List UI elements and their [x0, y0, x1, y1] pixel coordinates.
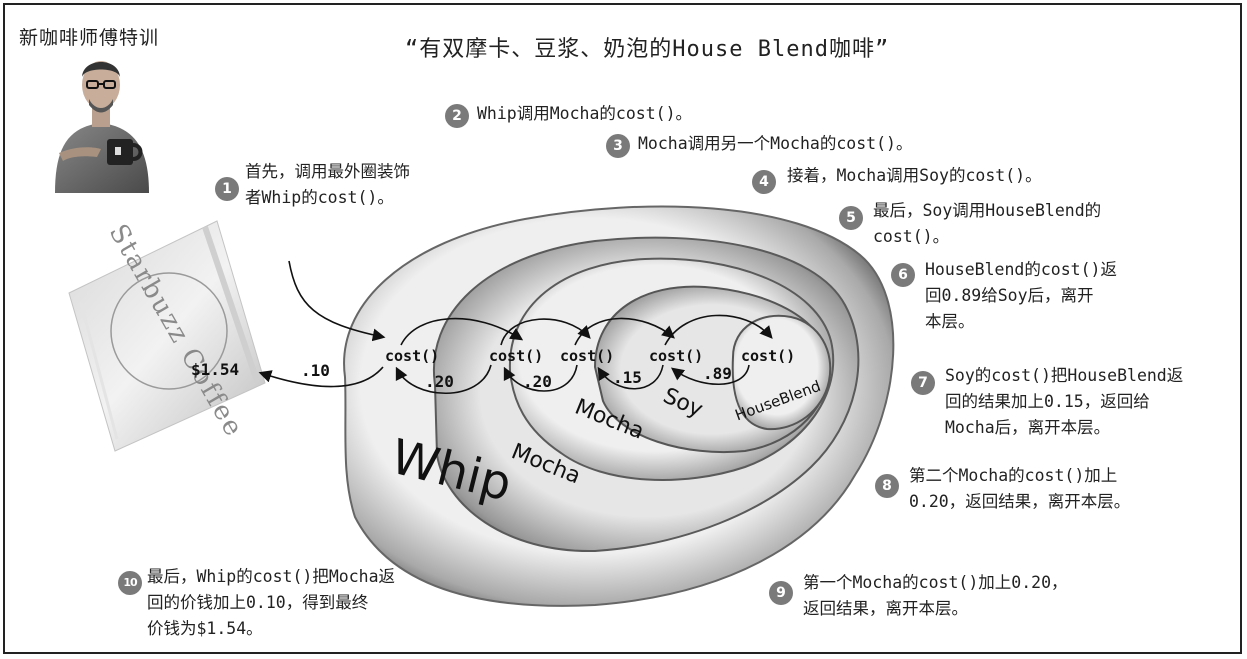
step-7: Soy的cost()把HouseBlend返 回的结果加上0.15，返回给 Mo… [945, 363, 1183, 441]
return-house-blend: .89 [703, 364, 732, 383]
step-3: Mocha调用另一个Mocha的cost()。 [638, 131, 912, 157]
step-8: 第二个Mocha的cost()加上 0.20，返回结果，离开本层。 [909, 463, 1130, 515]
decorator-rings: Whip Mocha Mocha Soy HouseBlend cost() c… [191, 205, 895, 607]
call-arrow-entry [288, 260, 386, 342]
step-badge-1: 1 [215, 177, 239, 201]
cost-call-soy: cost() [649, 347, 703, 365]
call-arrow-whip-mocha [400, 317, 524, 346]
step-6-line3: 本层。 [925, 312, 975, 331]
step-badge-10: 10 [118, 571, 142, 595]
step-10-line3: 价钱为$1.54。 [147, 619, 263, 638]
step-badge-2: 2 [445, 104, 469, 128]
house-blend-core [731, 314, 832, 431]
step-7-line3: Mocha后，离开本层。 [945, 418, 1111, 437]
step-5-line1: 最后，Soy调用HouseBlend的 [873, 201, 1102, 220]
step-badge-8: 8 [875, 474, 899, 498]
step-badge-9: 9 [769, 581, 793, 605]
step-6-line2: 回0.89给Soy后，离开 [925, 286, 1094, 305]
return-soy: .15 [613, 368, 642, 387]
step-badge-6: 6 [891, 263, 915, 287]
return-whip: .10 [301, 361, 330, 380]
diagram-frame: 新咖啡师傅特训 “有双摩卡、豆浆、奶泡的House Blend咖啡” [3, 3, 1242, 654]
step-9: 第一个Mocha的cost()加上0.20， 返回结果，离开本层。 [803, 570, 1068, 622]
step-4-line1: 接着，Mocha调用Soy的cost()。 [787, 166, 1042, 185]
step-10: 最后，Whip的cost()把Mocha返 回的价钱加上0.10，得到最终 价钱… [147, 564, 395, 642]
cost-call-house-blend: cost() [741, 347, 795, 365]
return-arrow-mocha-mocha [503, 364, 578, 392]
step-5-line2: cost()。 [873, 227, 950, 246]
step-9-line2: 返回结果，离开本层。 [803, 599, 968, 618]
return-arrow-soy-mocha [597, 364, 664, 390]
step-10-line2: 回的价钱加上0.10，得到最终 [147, 593, 369, 612]
step-3-line1: Mocha调用另一个Mocha的cost()。 [638, 134, 913, 153]
call-arrow-mocha-soy [574, 317, 675, 346]
step-badge-3: 3 [606, 134, 630, 158]
step-7-line2: 回的结果加上0.15，返回给 [945, 392, 1150, 411]
cost-call-mocha-inner: cost() [560, 347, 614, 365]
step-4: 接着，Mocha调用Soy的cost()。 [787, 163, 1042, 189]
step-8-line1: 第二个Mocha的cost()加上 [909, 466, 1118, 485]
return-arrow-whip-out [258, 366, 384, 388]
step-badge-7: 7 [911, 371, 935, 395]
step-2: Whip调用Mocha的cost()。 [477, 101, 692, 127]
corner-label: 新咖啡师傅特训 [19, 27, 160, 49]
step-1: 首先，调用最外圈装饰 者Whip的cost()。 [245, 159, 410, 211]
step-2-line1: Whip调用Mocha的cost()。 [477, 104, 693, 123]
cost-call-whip: cost() [385, 347, 439, 365]
napkin: Starbuzz Coffee [68, 219, 266, 452]
step-1-line1: 首先，调用最外圈装饰 [245, 162, 410, 181]
return-mocha-outer: .20 [425, 372, 454, 391]
return-mocha-inner: .20 [523, 372, 552, 391]
call-arrow-mocha-mocha [500, 318, 591, 346]
step-6-line1: HouseBlend的cost()返 [925, 260, 1117, 279]
return-final-price: $1.54 [191, 360, 239, 379]
step-7-line1: Soy的cost()把HouseBlend返 [945, 366, 1184, 385]
cost-call-mocha-outer: cost() [489, 347, 543, 365]
step-10-line1: 最后，Whip的cost()把Mocha返 [147, 567, 396, 586]
step-6: HouseBlend的cost()返 回0.89给Soy后，离开 本层。 [925, 257, 1117, 335]
call-arrow-soy-house [664, 314, 773, 346]
step-badge-5: 5 [839, 206, 863, 230]
return-arrow-house-soy [670, 364, 750, 385]
step-8-line2: 0.20，返回结果，离开本层。 [909, 492, 1131, 511]
barista-photo [55, 61, 149, 193]
return-arrow-mocha-whip [395, 364, 492, 395]
diagram-title: “有双摩卡、豆浆、奶泡的House Blend咖啡” [405, 37, 890, 62]
step-9-line1: 第一个Mocha的cost()加上0.20， [803, 573, 1068, 592]
step-1-line2: 者Whip的cost()。 [245, 188, 394, 207]
step-badge-4: 4 [752, 170, 776, 194]
step-5: 最后，Soy调用HouseBlend的 cost()。 [873, 198, 1101, 250]
